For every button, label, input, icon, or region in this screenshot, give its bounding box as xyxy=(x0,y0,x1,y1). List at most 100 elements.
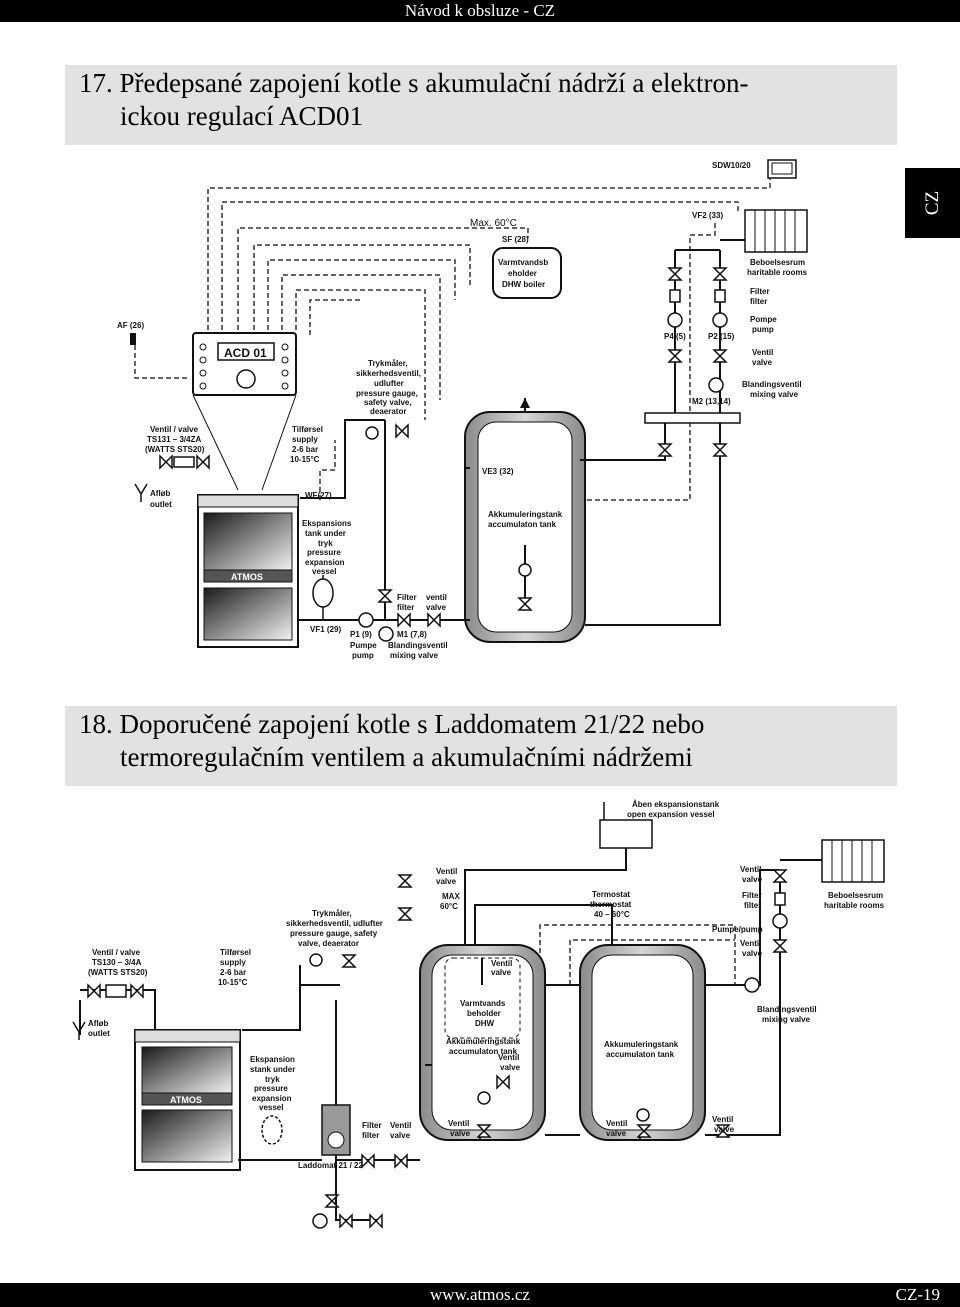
tank1-thermometer xyxy=(477,1091,491,1105)
pressure-label-3: udlufter xyxy=(374,379,404,388)
max-temp-label: Max. 60°C xyxy=(470,218,517,229)
dhw-label-2: eholder xyxy=(508,269,537,278)
expansion-2-label-1: Ekspansion xyxy=(250,1055,295,1064)
accumulation-tank-2 xyxy=(579,944,706,1141)
accumulation-tank xyxy=(464,411,586,643)
m1-label: M1 (7,8) xyxy=(397,630,427,639)
tank-label-2: accumulaton tank xyxy=(488,520,557,529)
supply-2-label-4: 10-15°C xyxy=(218,978,248,987)
hydraulic-piping-2 xyxy=(79,848,822,1221)
supply-2-label-2: supply xyxy=(220,958,246,967)
mixing-valve-2-label-2: mixing valve xyxy=(762,1015,811,1024)
footer-url: www.atmos.cz xyxy=(430,1285,530,1304)
header-bar: Návod k obsluze - CZ xyxy=(0,0,960,22)
outlet-2-label-1: Afløb xyxy=(88,1019,109,1028)
max-label-2: 60°C xyxy=(440,902,458,911)
safety-valve-2-label-3: (WATTS STS20) xyxy=(88,968,148,977)
pumps-2 xyxy=(309,913,788,1229)
mixing-valve-m1 xyxy=(378,626,394,642)
mixing-valve-m2-label-1: Blandingsventil xyxy=(742,380,802,389)
thermostat-wiring xyxy=(539,924,736,985)
boiler-atmos: ATMOS xyxy=(197,494,299,648)
filter-2-label-1: Filter xyxy=(362,1121,382,1130)
dhw-label-1: Varmtvandsb xyxy=(498,258,548,267)
m2-label: M2 (13,14) xyxy=(692,397,731,406)
tank2-ventil-label-1: Ventil xyxy=(606,1119,627,1128)
safety-valve-label-3: (WATTS STS20) xyxy=(145,445,205,454)
boiler-2-brand-label: ATMOS xyxy=(170,1095,202,1105)
ve3-label: VE3 (32) xyxy=(482,467,514,476)
af-label: AF (26) xyxy=(117,321,144,330)
max-label-1: MAX xyxy=(442,892,460,901)
sensor-af xyxy=(130,333,136,345)
pump-p1-label-1: Pumpe xyxy=(350,641,377,650)
mixing-valve-m2-label-2: mixing valve xyxy=(750,390,799,399)
pressure-2-label-1: Trykmåler, xyxy=(312,909,352,918)
pressure-label-6: deaerator xyxy=(370,407,406,416)
expansion-label-2: tank under xyxy=(305,529,346,538)
pressure-label-1: Trykmåler, xyxy=(368,359,408,368)
radiator-filter-label-2: filter xyxy=(744,901,761,910)
radiator xyxy=(744,209,808,253)
thermostat-label-1: Termostat xyxy=(592,890,630,899)
expansion-label-5: expansion xyxy=(305,558,345,567)
tank1-label-1: Akkumuleringstank xyxy=(446,1037,521,1046)
ventil-label-2: valve xyxy=(752,358,773,367)
supply-label-3: 2-6 bar xyxy=(292,445,318,454)
filter-b-label-1: Filter xyxy=(397,593,417,602)
radiator-filter-label-1: Filter xyxy=(742,891,762,900)
acd01-controller: ACD 01 xyxy=(192,332,297,491)
dhw-2-label-1: Varmtvands xyxy=(460,999,506,1008)
sdw-label: SDW10/20 xyxy=(712,161,751,170)
open-vessel-label-1: Åben ekspansionstank xyxy=(632,800,720,809)
tank-thermometer xyxy=(518,563,532,577)
supply-label-2: supply xyxy=(292,435,318,444)
laddomat-label: Laddomat 21 / 22 xyxy=(298,1161,363,1170)
tank2-label-2: accumulaton tank xyxy=(606,1050,675,1059)
expansion-2-label-6: vessel xyxy=(259,1103,283,1112)
vf1-label: VF1 (29) xyxy=(310,625,341,634)
p1-label: P1 (9) xyxy=(350,630,372,639)
supply-2-label-3: 2-6 bar xyxy=(220,968,246,977)
inner-ventil-label-3: Ventil xyxy=(498,1053,519,1062)
radiator-2 xyxy=(821,839,885,883)
ventil-label-1: Ventil xyxy=(752,348,773,357)
pressure-label-2: sikkerhedsventil, xyxy=(356,369,421,378)
expansion-2-label-2: stank under xyxy=(250,1065,295,1074)
section-17-heading-line1: 17. Předepsané zapojení kotle s akumulač… xyxy=(79,68,749,98)
pump-p4 xyxy=(667,312,683,328)
safety-valve-2-label-2: TS130 – 3/4A xyxy=(92,958,142,967)
filter-b-label-2: filter xyxy=(397,603,414,612)
pressure-label-4: pressure gauge, xyxy=(356,389,418,398)
ventil-a-label-1: Ventil xyxy=(436,867,457,876)
mixing-valve-m1-label-2: mixing valve xyxy=(390,651,439,660)
tank2-ventil-label-2: valve xyxy=(606,1129,627,1138)
tank2-thermometer xyxy=(636,1108,650,1122)
dhw-2-label-3: DHW xyxy=(475,1019,495,1028)
expansion-vessel xyxy=(312,575,334,620)
tank1-label-2: accumulaton tank xyxy=(449,1047,518,1056)
expansion-label-3: tryk xyxy=(318,539,333,548)
inner-ventil-label-4: valve xyxy=(500,1063,521,1072)
boiler-brand-label: ATMOS xyxy=(231,572,263,582)
pumps xyxy=(358,312,728,642)
expansion-2-label-5: expansion xyxy=(252,1094,292,1103)
inner-ventil-label-1: Ventil xyxy=(491,959,512,968)
filter-2-label-2: filter xyxy=(362,1131,379,1140)
pressure-gauge xyxy=(365,426,379,440)
dhw-boiler xyxy=(492,247,562,299)
pressure-2-label-2: sikkerhedsventil, udlufter xyxy=(286,919,383,928)
section-18-heading: 18. Doporučené zapojení kotle s Laddomat… xyxy=(65,706,897,786)
footer-page-number: CZ-19 xyxy=(895,1285,940,1304)
outlet-label-2: outlet xyxy=(150,500,172,509)
supply-label-1: Tilførsel xyxy=(292,425,323,434)
sdw-control-panel xyxy=(767,159,797,179)
pump-laddomat xyxy=(312,1213,328,1229)
mixing-valve-m1-label-1: Blandingsventil xyxy=(388,641,448,650)
outlet-2-label-2: outlet xyxy=(88,1029,110,1038)
mixing-valve-m2 xyxy=(708,377,724,393)
thermostat-label-3: 40 – 60°C xyxy=(594,910,630,919)
diagram-acd01-connection: ACD 01 ATMOS xyxy=(117,159,808,660)
control-wiring xyxy=(134,178,771,501)
pump-p2 xyxy=(712,312,728,328)
